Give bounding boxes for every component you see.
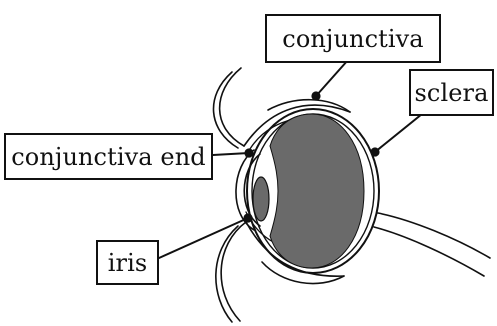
conjunctiva-end-pointer-dot — [245, 149, 252, 156]
conjunctiva-pointer-dot — [312, 92, 319, 99]
label-iris: iris — [96, 240, 159, 285]
optic-nerve — [374, 213, 490, 276]
vitreous-body — [270, 114, 364, 268]
label-conjunctiva: conjunctiva — [265, 14, 441, 63]
label-conjunctiva-end: conjunctiva end — [4, 133, 213, 180]
sclera-pointer-dot — [371, 148, 378, 155]
label-sclera: sclera — [409, 69, 494, 116]
iris-shape — [253, 177, 269, 221]
iris-pointer-dot — [244, 214, 251, 221]
